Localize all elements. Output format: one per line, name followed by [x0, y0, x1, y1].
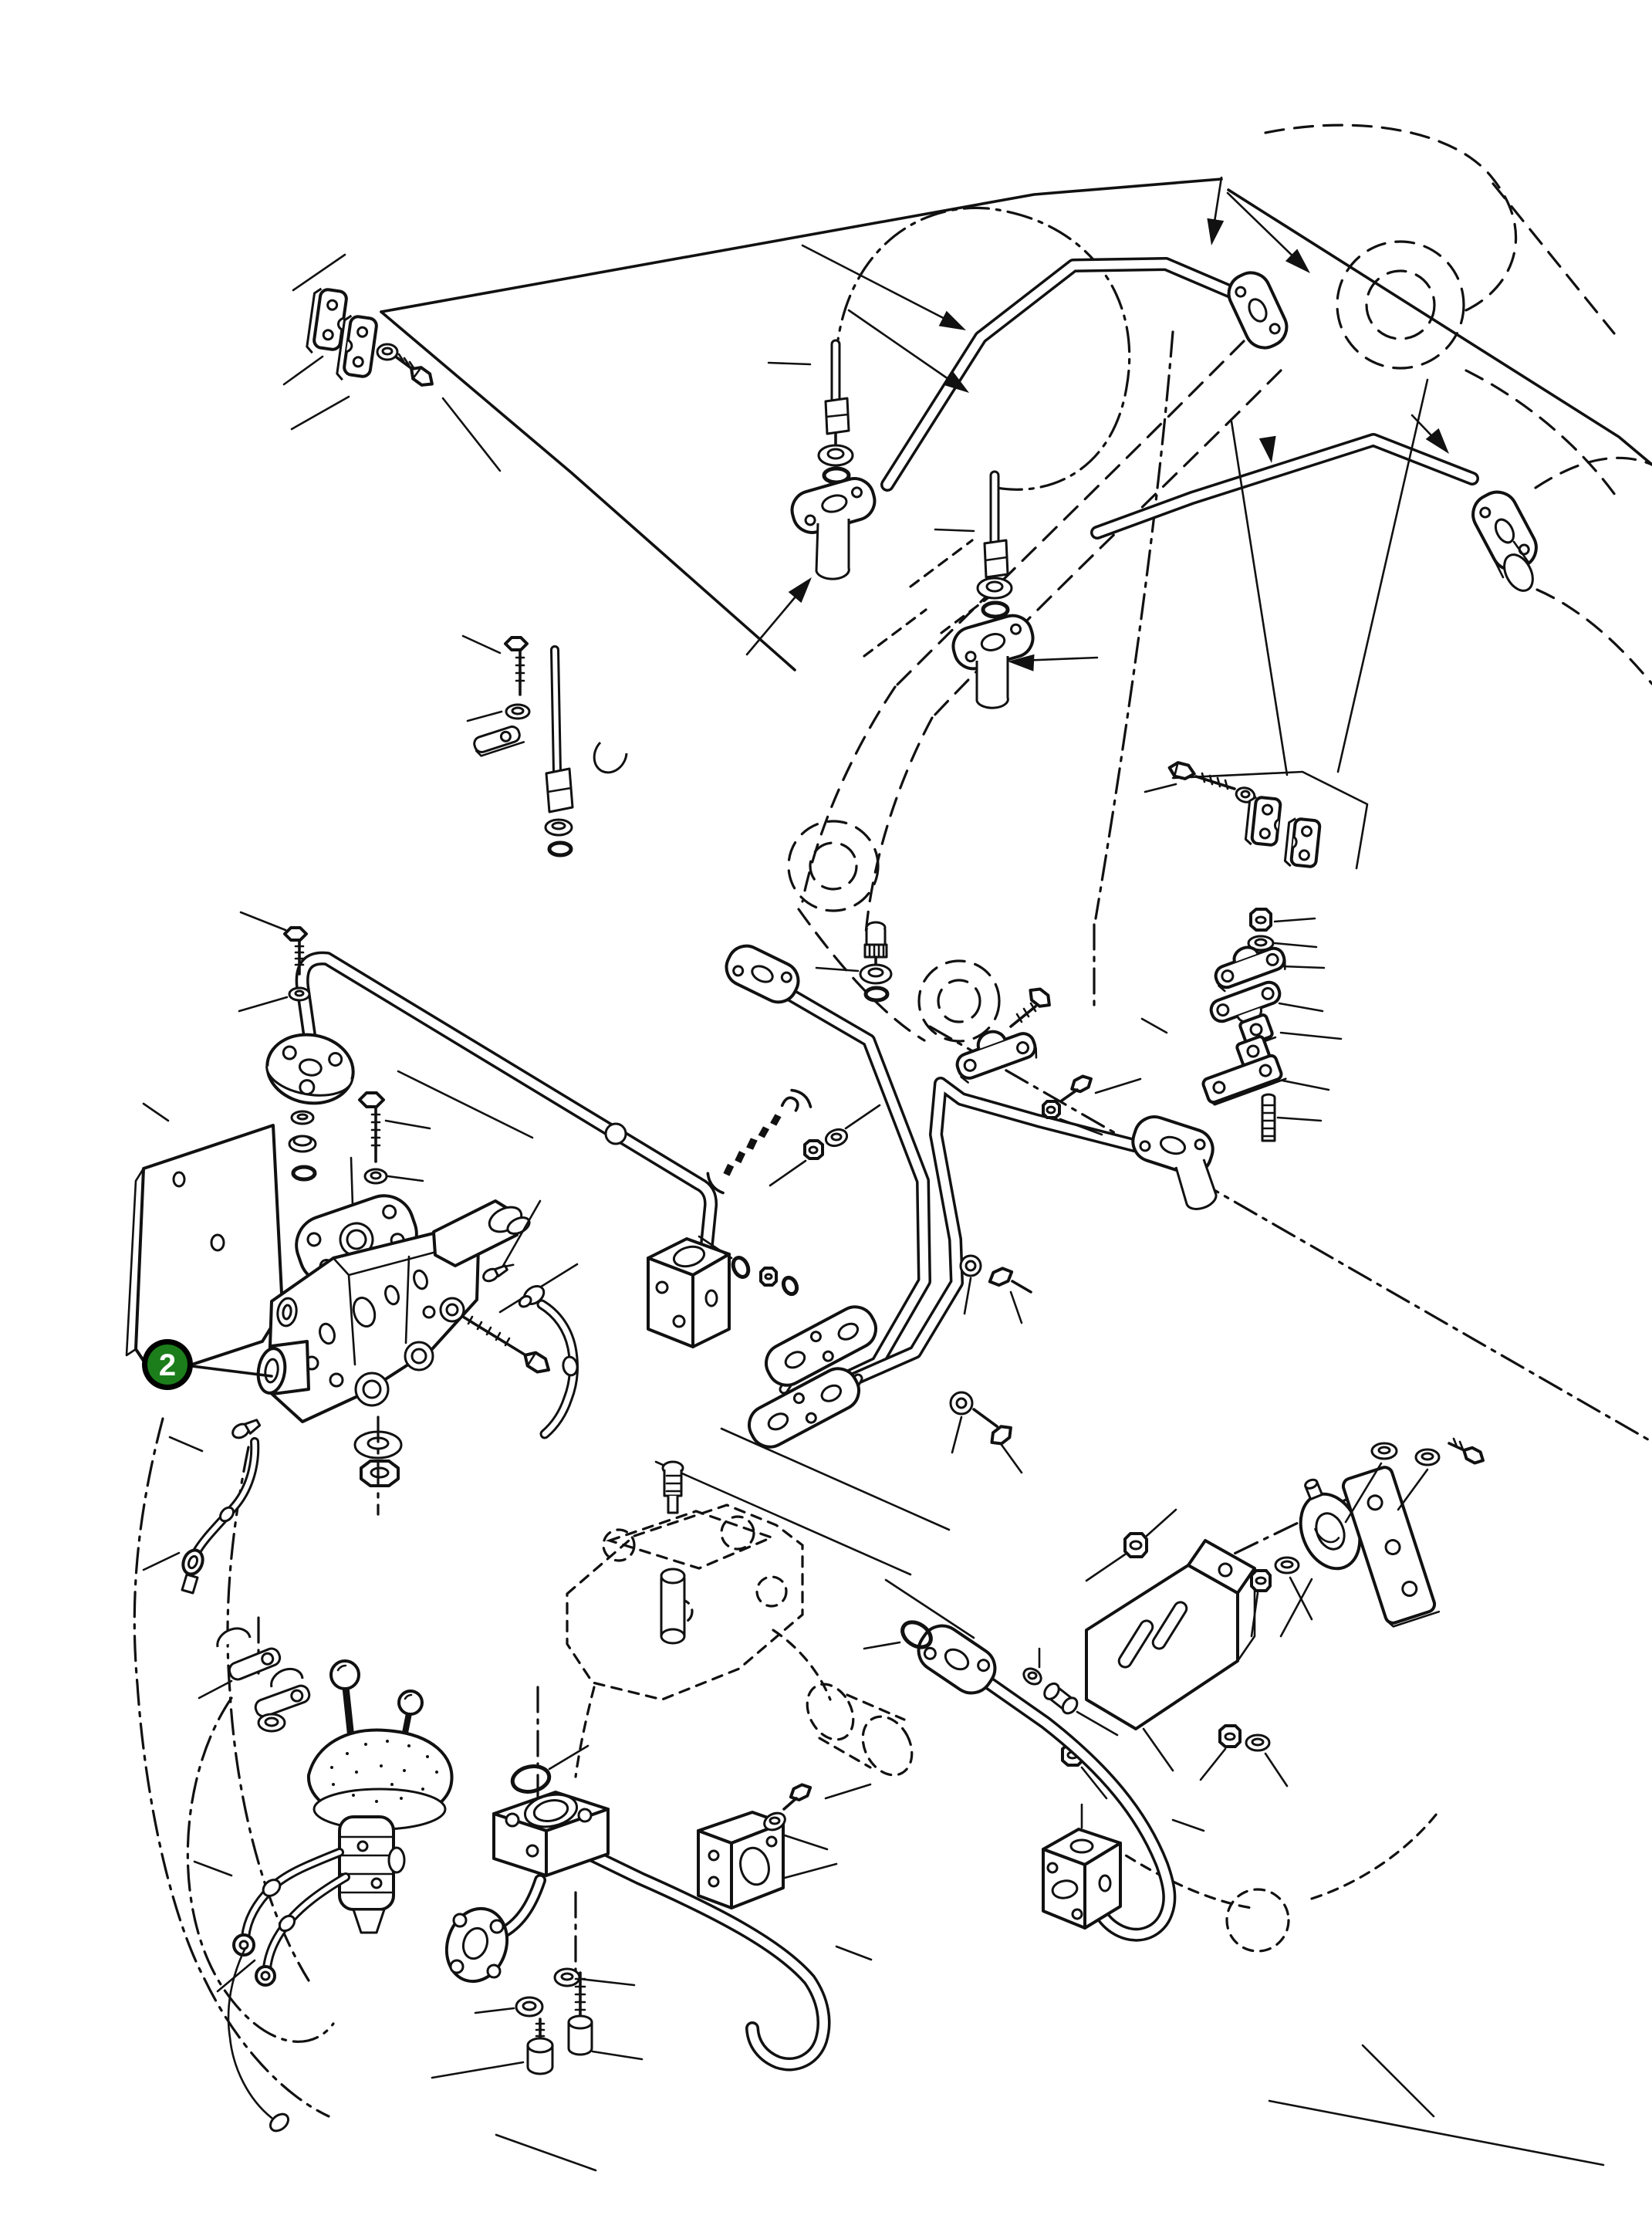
nut: [360, 1460, 400, 1487]
union-fitting: [1043, 1682, 1079, 1715]
flange-3hole: [265, 1033, 355, 1105]
round-flange: [444, 1906, 509, 1984]
clamp-bar: [1283, 817, 1322, 868]
junction-block: [1042, 1803, 1122, 1930]
twin-flange: [765, 1305, 877, 1387]
clamp-bars-top-left: [306, 287, 434, 387]
nut: [1123, 1532, 1148, 1558]
frame-outline-lines: [282, 178, 1652, 2172]
clamp-half: [1209, 980, 1282, 1024]
callout-circle: [147, 1345, 187, 1385]
bolt: [395, 353, 434, 387]
pilot-hoses: [193, 1848, 350, 2133]
joystick-lever: [329, 1659, 424, 1755]
grease-fitting: [482, 1263, 515, 1283]
twin-flange: [748, 1367, 860, 1449]
socket-bolt: [567, 1971, 593, 2056]
valve-end-cap: [256, 1297, 310, 1395]
clamp-bar: [336, 314, 378, 381]
mounting-plate: [125, 1102, 284, 1378]
flange-block: [647, 1237, 731, 1348]
manifold-fitting-top: [661, 1460, 684, 1514]
ghost-loader-arm-top-right: [1264, 123, 1652, 685]
bolt: [358, 1091, 431, 1185]
manifold-fitting-mid: [660, 1568, 686, 1645]
flange: [725, 944, 800, 1004]
joystick-body: [338, 1815, 406, 1934]
angle-bracket: [1085, 1539, 1256, 1730]
bolt: [763, 1783, 812, 1832]
control-valve-assembly: [142, 1156, 579, 1595]
plate: [1201, 1054, 1287, 1106]
clamp-bar: [1244, 796, 1282, 847]
joystick-assembly: [193, 1627, 454, 2133]
vertical-fitting-3: [815, 921, 893, 1003]
flange: [1131, 1115, 1215, 1175]
bolt: [1144, 761, 1256, 803]
tube-assembly-1: [767, 339, 877, 580]
flange: [917, 1624, 997, 1695]
pipe-upper-left: [238, 911, 731, 1348]
ghost-frame-bottom-right: [1110, 1812, 1438, 1953]
flange-block: [492, 1791, 610, 1877]
pipe-clamp: [955, 987, 1051, 1084]
bracket-cluster: [1061, 1437, 1485, 1800]
nut: [1249, 908, 1272, 932]
ghost-hose-loop-top: [834, 206, 1652, 1593]
pipe-bottom-right: [863, 1620, 1205, 1942]
stud: [1261, 1093, 1276, 1142]
socket-bolt: [526, 2018, 554, 2075]
locator-arrows: [745, 176, 1449, 776]
pipes-center: [698, 944, 1218, 1474]
relief-valve-cylinder: [432, 1199, 531, 1267]
tube-assembly-2: [934, 470, 1035, 709]
nut: [1218, 1724, 1242, 1748]
side-plate: [1341, 1466, 1441, 1628]
bolt: [238, 911, 311, 1013]
pipe-top-left: [880, 257, 1289, 492]
stamp-marking: [706, 1088, 812, 1195]
grommet-flange: [1299, 1478, 1362, 1571]
ghost-hoses-left: [133, 1417, 335, 2118]
hose-clamp-loops: [198, 1627, 311, 1733]
pipe-bottom-center: [431, 1744, 873, 2079]
banjo-hose-right: [518, 1284, 579, 1439]
joystick-boot: [306, 1728, 454, 1831]
callout-leader: [191, 1365, 273, 1378]
hex-block: [697, 1811, 785, 1909]
ghost-boom-middle: [787, 340, 1282, 1043]
nut: [1250, 1569, 1272, 1592]
callout-number: 2: [159, 1348, 176, 1382]
tube-fitting-cluster: [461, 634, 628, 857]
clamp-half: [1214, 945, 1286, 993]
pipe-top-right: [1090, 433, 1538, 592]
flange: [1227, 271, 1289, 350]
callout-2[interactable]: 2: [142, 1339, 273, 1390]
clamp-stack-right: [1144, 761, 1343, 1142]
elbow-hose-left: [142, 1419, 262, 1595]
